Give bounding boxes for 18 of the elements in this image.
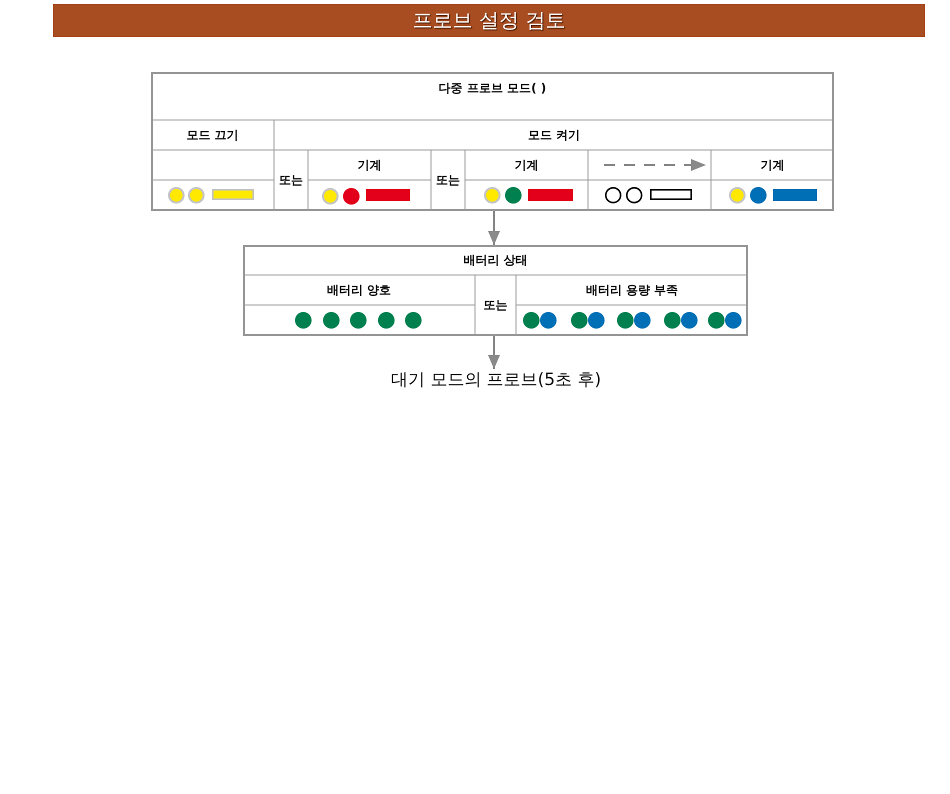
table-heading: 배터리 상태	[463, 252, 528, 268]
machine-heading: 기계	[514, 158, 538, 172]
column-heading: 모드 켜기	[528, 128, 580, 142]
or-text: 또는	[436, 173, 460, 188]
column-heading: 배터리 용량 부족	[586, 282, 678, 298]
arrow	[488, 336, 500, 369]
arrow	[488, 211, 500, 245]
machine-heading: 기계	[358, 158, 382, 172]
result-text: 대기 모드의 프로브(5초 후)	[390, 369, 602, 391]
or-text: 또는	[484, 298, 508, 313]
title-banner: 프로브 설정 검토	[53, 4, 925, 37]
machine-heading: 기계	[760, 158, 784, 172]
table-heading: 다중 프로브 모드( )	[438, 80, 546, 96]
column-heading: 모드 끄기	[186, 128, 239, 142]
or-text: 또는	[279, 173, 303, 188]
column-heading: 배터리 양호	[326, 282, 392, 298]
battery-status-table	[243, 245, 748, 336]
mode-table	[151, 72, 834, 211]
